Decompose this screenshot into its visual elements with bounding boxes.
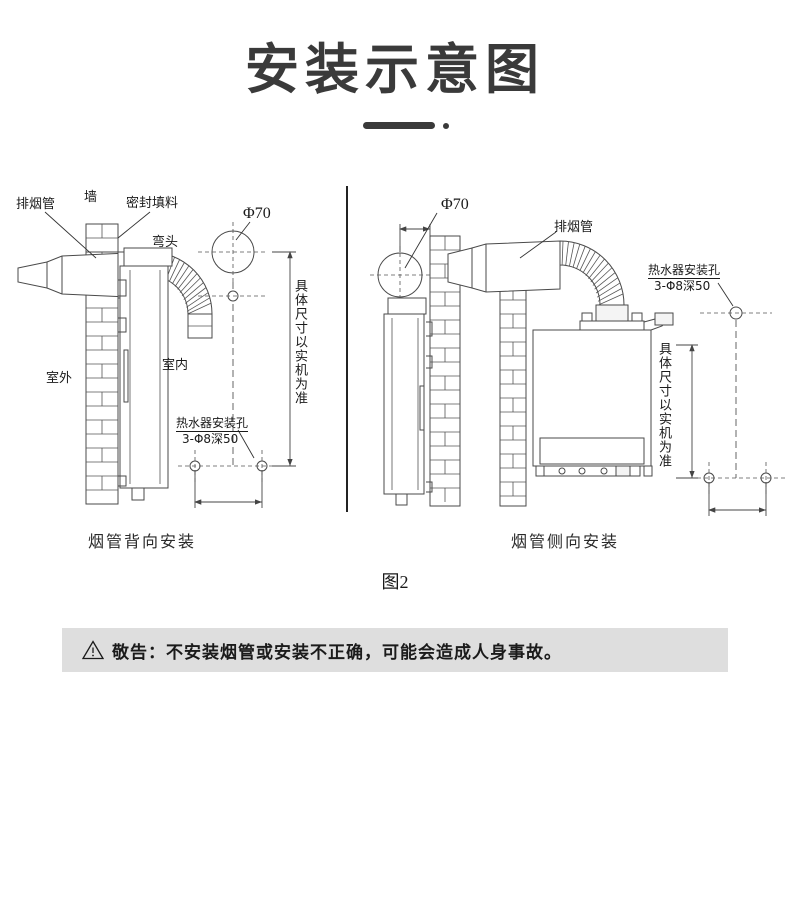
label-mounting-hole-title-right: 热水器安装孔 bbox=[648, 263, 721, 279]
left-diagram-group bbox=[17, 211, 296, 508]
label-dimension-note-right: 具体尺寸以实机为准 bbox=[656, 342, 671, 468]
label-dimension-note-left: 具体尺寸以实机为准 bbox=[292, 279, 307, 405]
right-diagram-group bbox=[370, 212, 788, 516]
label-mounting-hole-spec-right: 3-Φ8深50 bbox=[654, 279, 711, 293]
warning-text: 敬告：不安装烟管或安装不正确，可能会造成人身事故。 bbox=[112, 642, 562, 663]
sealing-filler-left bbox=[85, 223, 119, 253]
right-side-view bbox=[370, 212, 461, 507]
caption-left-diagram: 烟管背向安装 bbox=[88, 532, 197, 551]
label-wall-left: 墙 bbox=[84, 190, 98, 205]
hole-pattern-right bbox=[676, 282, 788, 516]
title-underline-dot bbox=[443, 123, 449, 129]
label-hole-diameter-right: Φ70 bbox=[441, 196, 469, 213]
label-exhaust-pipe-right: 排烟管 bbox=[554, 220, 594, 235]
label-hole-diameter-left: Φ70 bbox=[243, 205, 271, 222]
leader-lines-left bbox=[44, 211, 251, 259]
label-indoor-left: 室内 bbox=[162, 358, 189, 373]
label-elbow-left: 弯头 bbox=[152, 235, 179, 250]
label-mounting-hole-title-left: 热水器安装孔 bbox=[176, 416, 249, 432]
right-front-view bbox=[447, 240, 674, 507]
label-sealing-filler-left: 密封填料 bbox=[126, 196, 179, 211]
page-title: 安装示意图 bbox=[245, 38, 545, 101]
label-mounting-hole-spec-left: 3-Φ8深50 bbox=[182, 432, 239, 446]
label-exhaust-pipe-left: 排烟管 bbox=[16, 197, 56, 212]
caption-right-diagram: 烟管侧向安装 bbox=[511, 532, 620, 551]
warning-triangle-icon bbox=[82, 640, 104, 660]
hole-pattern-left bbox=[178, 222, 296, 508]
water-heater-left bbox=[118, 247, 173, 501]
label-outdoor-left: 室外 bbox=[46, 371, 73, 386]
figure-label: 图2 bbox=[381, 572, 409, 592]
panel-divider bbox=[346, 186, 348, 512]
leader-lines-right bbox=[519, 231, 557, 259]
title-underline-rule bbox=[363, 122, 435, 129]
warning-banner: 敬告：不安装烟管或安装不正确，可能会造成人身事故。 bbox=[62, 628, 728, 672]
